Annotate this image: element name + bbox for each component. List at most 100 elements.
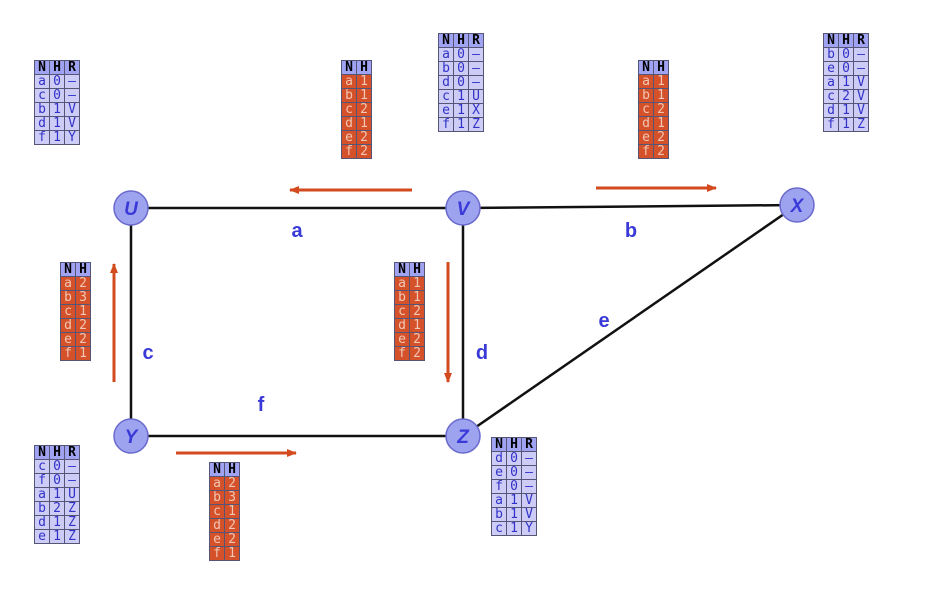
table-cell: 1 [506,493,522,508]
node-label: U [124,199,139,220]
table-cell: U [468,89,484,104]
table-cell: a [491,493,507,508]
table-cell: 2 [653,144,669,159]
table-cell: X [468,103,484,118]
table-cell: 1 [453,117,469,132]
node-label: V [457,199,471,220]
table-cell: 3 [224,490,240,505]
table-cell: V [521,493,537,508]
table-cell: – [521,465,537,480]
table-cell: b [34,102,50,117]
table-cell: e [823,61,839,76]
table-cell: f [638,144,654,159]
node-circle [113,190,149,226]
table-cell: 0 [506,465,522,480]
table-cell: d [341,116,357,131]
table-cell: a [34,74,50,89]
table-cell: b [34,501,50,516]
node-label: X [790,196,805,217]
node-circle [779,187,815,223]
table-cell: c [60,304,76,319]
table-cell: c [341,102,357,117]
link-label-d: d [476,342,488,364]
table-cell: e [34,529,50,544]
node-circle [113,418,149,454]
column-header: N [209,462,225,477]
table-cell: – [64,459,80,474]
table-cell: 3 [75,290,91,305]
table-cell: f [394,346,410,361]
column-header: R [853,33,869,48]
table-cell: e [341,130,357,145]
table-cell: – [468,75,484,90]
column-header: N [438,33,454,48]
table-cell: b [823,47,839,62]
table-cell: a [438,47,454,62]
table-cell: d [394,318,410,333]
table-cell: 2 [224,476,240,491]
node-Y: Y [113,418,149,454]
table-cell: Y [521,521,537,536]
table-cell: – [64,88,80,103]
table-cell: b [394,290,410,305]
table-cell: 0 [453,75,469,90]
link-label-e: e [598,310,609,332]
table-cell: Z [853,117,869,132]
table-cell: V [521,507,537,522]
table-cell: – [64,473,80,488]
table-cell: 0 [49,74,65,89]
table-cell: f [60,346,76,361]
table-cell: 1 [49,529,65,544]
node-label: Y [125,427,140,448]
table-cell: 1 [75,346,91,361]
link-label-c: c [142,342,153,364]
table-cell: 1 [453,103,469,118]
table-cell: 2 [75,332,91,347]
table-cell: 1 [356,74,372,89]
table-cell: 1 [409,318,425,333]
column-header: R [468,33,484,48]
column-header: N [341,60,357,75]
table-cell: – [468,61,484,76]
table-cell: b [438,61,454,76]
table-cell: d [34,116,50,131]
table-cell: f [438,117,454,132]
table-cell: – [468,47,484,62]
table-cell: 0 [453,47,469,62]
table-cell: 2 [75,318,91,333]
table-cell: d [34,515,50,530]
link-label-f: f [258,394,265,416]
table-cell: b [209,490,225,505]
column-header: N [394,262,410,277]
